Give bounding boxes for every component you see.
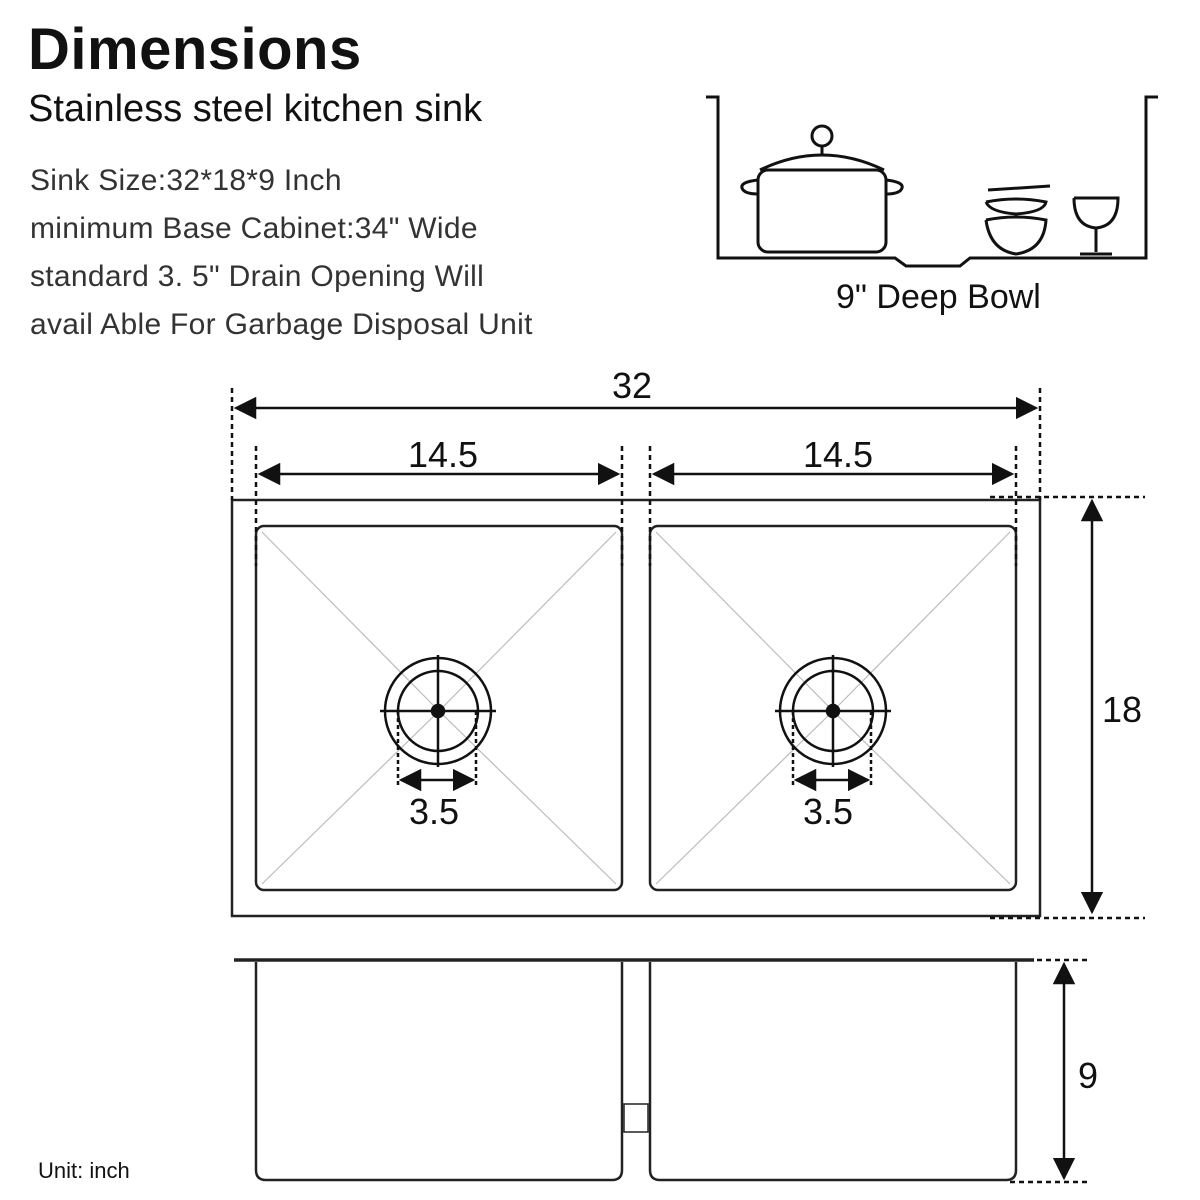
page-subtitle: Stainless steel kitchen sink (28, 88, 483, 130)
wine-glass-icon (1072, 196, 1120, 256)
bowl-depth-label: 9 (1078, 1055, 1098, 1096)
overall-width-label: 32 (612, 365, 652, 406)
right-bowl-width-label: 14.5 (803, 434, 873, 475)
page-title: Dimensions (28, 17, 362, 82)
spec-sink-size: Sink Size:32*18*9 Inch (30, 164, 342, 197)
spec-garbage-disposal: avail Able For Garbage Disposal Unit (30, 308, 533, 341)
left-bowl (254, 524, 624, 892)
spec-drain-opening: standard 3. 5" Drain Opening Will (30, 260, 485, 293)
right-bowl (648, 524, 1018, 892)
unit-label: Unit: inch (38, 1158, 130, 1183)
dimension-lines (230, 388, 1145, 1184)
left-drain-icon (380, 655, 496, 792)
sink-front-view (234, 958, 1034, 1182)
sink-top-view (230, 498, 1042, 918)
bowl-cross-section (706, 95, 1158, 268)
bowl-caption: 9" Deep Bowl (836, 278, 1041, 316)
depth-label: 18 (1102, 689, 1142, 730)
right-drain-icon (775, 655, 891, 792)
left-drain-label: 3.5 (409, 791, 459, 832)
right-drain-label: 3.5 (803, 791, 853, 832)
pot-icon (740, 124, 904, 254)
bowls-icon (984, 184, 1051, 256)
left-bowl-width-label: 14.5 (408, 434, 478, 475)
spec-base-cabinet: minimum Base Cabinet:34" Wide (30, 212, 478, 245)
